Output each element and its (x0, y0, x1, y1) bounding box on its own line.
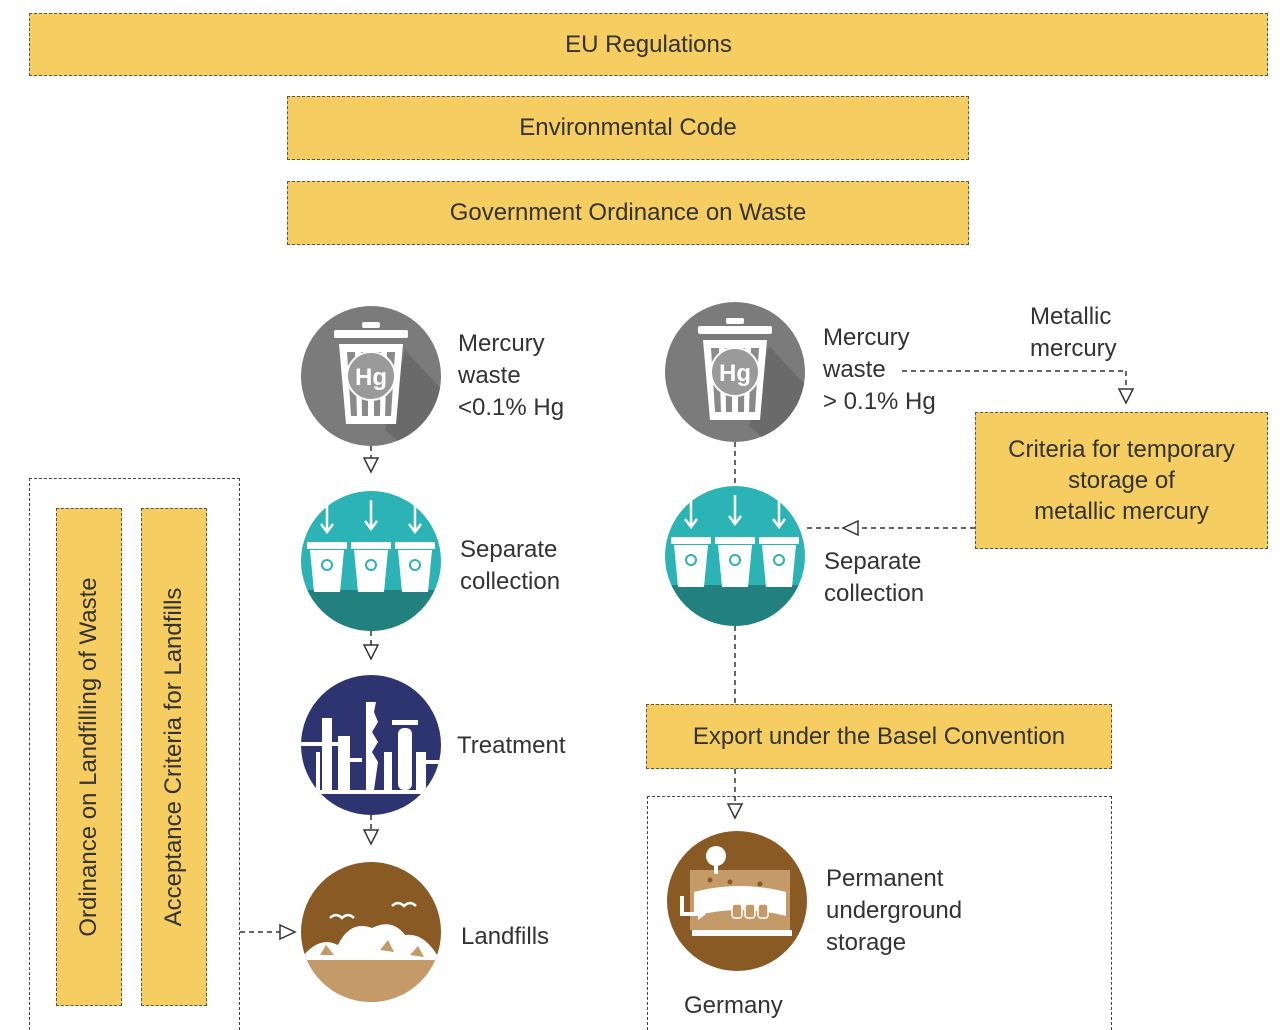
hg-symbol: Hg (355, 364, 387, 391)
hg-symbol: Hg (719, 360, 751, 387)
arrowhead (362, 644, 380, 661)
industrial-plant-icon (301, 675, 441, 815)
connector-arrowheads (279, 388, 1135, 941)
treatment-label: Treatment (457, 732, 566, 759)
right-waste-label: Mercury waste > 0.1% Hg (823, 324, 936, 415)
landfills-label: Landfills (461, 923, 550, 950)
environmental-code-label: Environmental Code (519, 114, 737, 142)
eu-regulations-label: EU Regulations (565, 30, 732, 58)
trash-bin-icon: Hg (301, 306, 441, 446)
germany-frame (647, 796, 1112, 1030)
right-collection-label: Separate collection (824, 548, 925, 607)
arrowhead (362, 829, 380, 846)
arrowhead (841, 519, 859, 537)
left-collection-label: Separate collection (460, 536, 561, 595)
export-basel-label: Export under the Basel Convention (692, 722, 1066, 750)
landfill-regulations-frame (29, 478, 240, 1030)
criteria-temporary-storage-label: Criteria for temporary storage of metall… (1008, 435, 1235, 526)
eu-regulations-box: EU Regulations (29, 13, 1268, 76)
acceptance-criteria-box: Acceptance Criteria for Landfills (141, 508, 207, 1006)
recycling-bins-icon (301, 491, 441, 631)
ordinance-landfilling-box: Ordinance on Landfilling of Waste (56, 508, 122, 1006)
arrowhead (279, 923, 297, 941)
arrowhead (362, 457, 380, 474)
connector-lines (240, 370, 1127, 933)
metallic-mercury-label: Metallic mercury (1030, 303, 1117, 362)
export-basel-box: Export under the Basel Convention (646, 704, 1112, 769)
arrowhead (1117, 388, 1135, 405)
trash-bin-icon: Hg (665, 302, 805, 442)
landfill-icon (301, 862, 441, 1002)
government-ordinance-box: Government Ordinance on Waste (287, 181, 969, 245)
government-ordinance-label: Government Ordinance on Waste (449, 199, 807, 227)
criteria-temporary-storage-box: Criteria for temporary storage of metall… (975, 412, 1268, 549)
environmental-code-box: Environmental Code (287, 96, 969, 160)
germany-label: Germany (684, 992, 783, 1019)
left-waste-label: Mercury waste <0.1% Hg (458, 330, 565, 421)
arrowhead (726, 803, 744, 820)
permanent-storage-label: Permanent underground storage (826, 865, 963, 956)
underground-storage-icon (667, 831, 807, 971)
recycling-bins-icon (665, 486, 805, 626)
